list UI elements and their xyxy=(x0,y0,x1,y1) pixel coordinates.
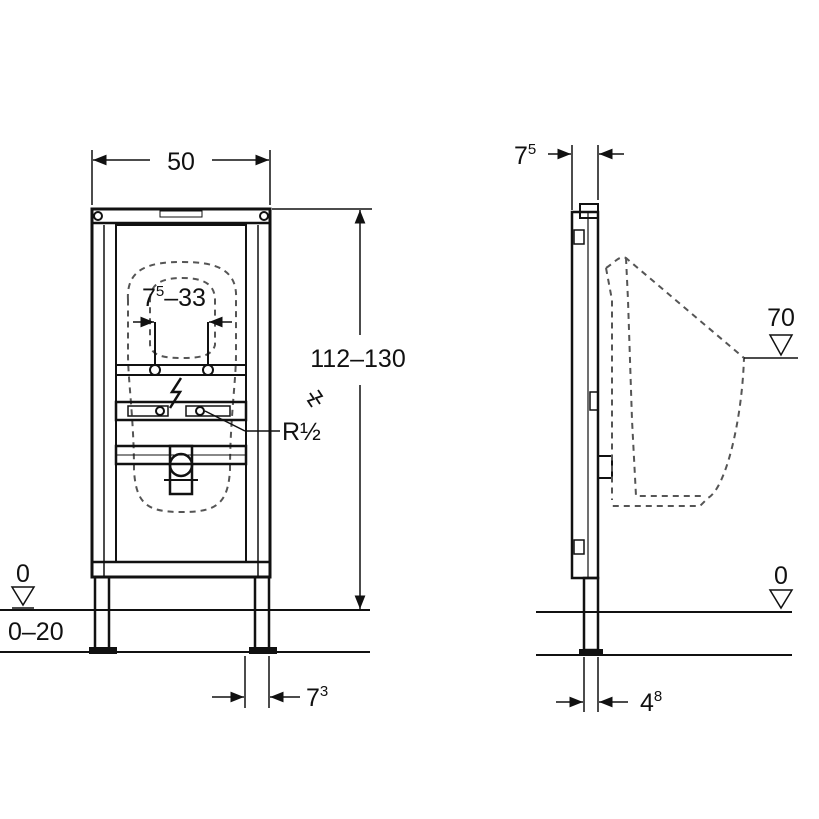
foot-dim-label: 48 xyxy=(640,688,662,717)
electrical-bolt-icon xyxy=(168,377,183,409)
top-screw-left xyxy=(93,211,103,221)
width-label: 50 xyxy=(167,148,195,176)
height-label: 112–130 xyxy=(310,345,405,373)
urinal-profile-dashed xyxy=(605,256,746,507)
valve-body-right xyxy=(185,405,231,417)
connection-label: R½ xyxy=(282,418,321,446)
foot-right xyxy=(249,647,277,654)
outlet-label-base: 7 xyxy=(142,284,156,312)
depth-label-base: 7 xyxy=(514,142,528,170)
top-label-plate xyxy=(159,210,203,218)
leg-left xyxy=(93,575,111,651)
valve-body-left xyxy=(127,405,169,417)
front-zero-label: 0 xyxy=(16,560,30,588)
side-bracket-3 xyxy=(573,539,585,555)
side-zero-label: 0 xyxy=(774,562,788,590)
outlet-height-label: 70 xyxy=(767,304,795,332)
drain-outlet xyxy=(168,452,194,478)
side-foot xyxy=(579,649,603,656)
side-box xyxy=(597,455,613,479)
leg-right xyxy=(253,575,271,651)
outlet-label: 75–33 xyxy=(142,283,206,312)
foot-dim-sup: 8 xyxy=(654,688,662,705)
side-bracket-1 xyxy=(573,229,585,245)
connection-leader xyxy=(204,410,246,432)
valve-screw-right xyxy=(195,406,205,416)
urinal-outline-dashed xyxy=(126,260,238,514)
outlet-height-marker-icon xyxy=(768,334,794,357)
top-screw-right xyxy=(259,211,269,221)
leg-offset-sup: 3 xyxy=(320,683,328,700)
side-bracket-2 xyxy=(589,391,599,411)
frame-outer xyxy=(90,207,272,579)
foot-left xyxy=(89,647,117,654)
bracket-middle xyxy=(114,400,248,422)
front-dimensions xyxy=(10,150,372,708)
urinal-profile-inner xyxy=(625,257,704,497)
side-frame-top xyxy=(579,203,599,219)
level-marker-icon xyxy=(10,586,36,607)
outlet-label-rest: –33 xyxy=(164,284,206,312)
floor-range-label: 0–20 xyxy=(8,618,64,646)
frame-top-plate xyxy=(90,207,272,225)
side-level-marker-icon xyxy=(768,589,794,610)
foot-dim-base: 4 xyxy=(640,689,654,717)
side-view xyxy=(536,203,792,656)
bracket-bolt-right xyxy=(202,364,214,376)
leg-offset-base: 7 xyxy=(306,684,320,712)
frame-bottom-rail xyxy=(90,560,272,579)
depth-label-sup: 5 xyxy=(528,141,536,158)
side-leg xyxy=(582,576,600,652)
bracket-bolt-left xyxy=(149,364,161,376)
side-dimensions xyxy=(548,145,798,712)
depth-label: 75 xyxy=(514,141,536,170)
zigzag-arrow-icon xyxy=(306,389,324,408)
side-frame xyxy=(570,210,600,580)
bracket-upper xyxy=(115,364,247,376)
valve-screw-left xyxy=(155,406,165,416)
front-view xyxy=(0,207,370,654)
leg-offset-label: 73 xyxy=(306,683,328,712)
urinal-bowl-dashed xyxy=(149,276,216,360)
outlet-label-sup: 5 xyxy=(156,283,164,300)
